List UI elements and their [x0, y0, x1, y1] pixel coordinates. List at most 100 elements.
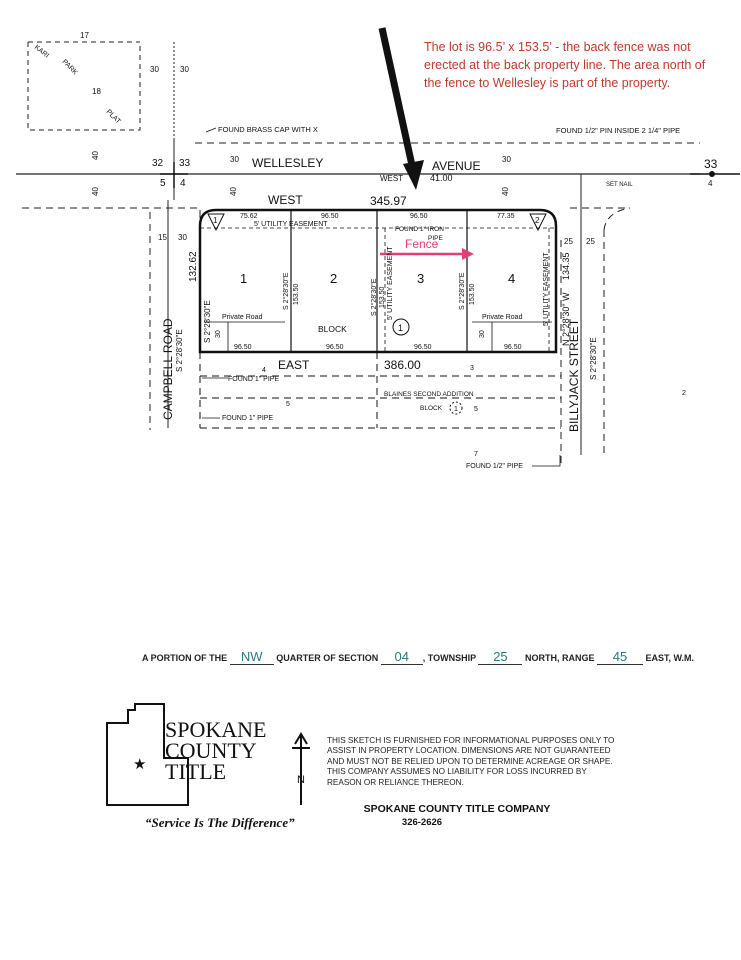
company-phone: 326-2626	[401, 817, 443, 828]
kari-park-name-1: KARI	[33, 44, 50, 60]
corner-tag-1-label: 1	[213, 216, 218, 225]
block-number-label: 1	[398, 323, 403, 333]
east-side-bearing: N 2°28'30" W	[561, 292, 571, 346]
found-brass-cap: FOUND BRASS CAP WITH X	[218, 125, 318, 134]
south-addition-block: BLOCK	[420, 405, 443, 412]
kari-park-number-18: 18	[92, 87, 101, 96]
street-wellesley: WELLESLEY	[252, 156, 323, 170]
top-dim-1: 75.62	[240, 213, 258, 220]
logo-line-3: TITLE	[165, 759, 227, 784]
south-block-circle	[449, 401, 463, 415]
portion-section: 04	[380, 650, 423, 665]
side-dim-1: 153.50	[293, 283, 300, 305]
fence-label: Fence	[405, 237, 439, 251]
road-width-8: 40	[501, 187, 510, 196]
block-number-circle	[392, 318, 410, 336]
road-width-7: 40	[229, 187, 238, 196]
portion-range: 45	[596, 650, 643, 665]
found-1-pipe-a: FOUND 1" PIPE	[228, 376, 279, 383]
section-nw-5: 5	[160, 178, 166, 189]
street-billyjack: BILLYJACK STREET	[567, 318, 581, 432]
portion-suffix: EAST, W.M.	[645, 653, 694, 663]
south-lot-a: 4	[262, 367, 266, 374]
side-dim-3: 153.50	[469, 283, 476, 305]
set-nail: SET NAIL	[606, 182, 633, 188]
block-label: BLOCK	[318, 324, 347, 334]
utility-easement-east: 5' UTILITY EASEMENT	[543, 252, 550, 326]
lot-bearing-2: S 2°28'30"E	[370, 278, 378, 316]
corner-tag-1	[207, 213, 225, 232]
road-width-2: 30	[180, 65, 189, 74]
south-lot-f: 2	[682, 390, 686, 397]
road-width-1: 30	[150, 65, 159, 74]
found-iron-pipe-b: PIPE	[428, 235, 443, 242]
section-corner-west	[160, 162, 188, 188]
road-width-12: 25	[586, 237, 595, 246]
portion-range-label: NORTH, RANGE	[524, 653, 595, 663]
spokane-county-logo	[106, 703, 189, 806]
bottom-dim-1: 96.50	[234, 344, 252, 351]
block-north-total: 345.97	[370, 194, 407, 208]
south-lot-b: 5	[286, 401, 290, 408]
north-arrow-label: N	[297, 774, 305, 786]
bottom-dim-4: 96.50	[504, 344, 522, 351]
fence-arrow	[380, 248, 474, 260]
kari-park-plat	[27, 41, 141, 131]
road-width-4: 40	[91, 187, 100, 196]
thirty-2: 30	[479, 330, 486, 338]
section-nw-32: 32	[152, 158, 164, 169]
south-lot-e: 7	[474, 451, 478, 458]
found-iron-pipe-a: FOUND 1" IRON	[395, 226, 444, 233]
block-south-total: 386.00	[384, 358, 421, 372]
road-width-5: 30	[230, 155, 239, 164]
portion-quarter-label: QUARTER OF SECTION	[276, 653, 379, 663]
section-ne-4: 4	[708, 179, 713, 188]
kari-park-name-3: PLAT	[105, 108, 122, 125]
south-lot-c: 3	[470, 365, 474, 372]
kari-park-name-2: PARK	[61, 58, 79, 76]
kari-park-number-17: 17	[80, 31, 89, 40]
bottom-dim-3: 96.50	[414, 344, 432, 351]
logo-text: SPOKANE COUNTY TITLE	[165, 719, 266, 784]
section-ne-33: 33	[704, 157, 718, 171]
portion-township-label: , TOWNSHIP	[422, 653, 476, 663]
street-campbell-bearing: S 2°28'30"E	[175, 329, 184, 372]
street-billyjack-bearing: S 2°28'30"E	[589, 337, 598, 380]
company-name: SPOKANE COUNTY TITLE COMPANY	[363, 803, 551, 815]
thirty-1: 30	[215, 330, 222, 338]
utility-easement-top: 5' UTILITY EASEMENT	[254, 221, 328, 228]
private-road-1: Private Road	[222, 314, 263, 321]
south-addition-name: BLAINES SECOND ADDITION	[384, 391, 474, 398]
bottom-dim-2: 96.50	[326, 344, 344, 351]
lot-note: The lot is 96.5’ x 153.5’ - the back fen…	[424, 40, 706, 90]
corner-tag-2	[529, 213, 547, 232]
road-width-10: 30	[178, 233, 187, 242]
south-lot-d: 5	[474, 406, 478, 413]
lot-bearing-1: S 2°28'30"E	[282, 272, 290, 310]
west-side-bearing: S 2°28'30"E	[203, 300, 212, 343]
block-south-label: EAST	[278, 358, 310, 372]
north-arrow-icon	[292, 732, 310, 805]
section-nw-33: 33	[179, 158, 191, 169]
corner-tag-2-label: 2	[535, 216, 540, 225]
portion-prefix: A PORTION OF THE	[142, 653, 228, 663]
black-pointer-arrow	[378, 27, 424, 190]
top-dim-4: 77.35	[497, 213, 515, 220]
lot-2: 2	[330, 271, 337, 286]
block-1-outline	[198, 208, 558, 354]
portion-township: 25	[478, 650, 523, 665]
section-nw-4: 4	[180, 178, 186, 189]
street-avenue: AVENUE	[432, 159, 480, 173]
street-west-small: WEST	[380, 174, 403, 183]
street-campbell: CAMPBELL ROAD	[161, 318, 175, 420]
west-side-dim: 132.62	[188, 251, 199, 282]
logo-line-2: COUNTY	[165, 738, 257, 763]
lot-4: 4	[508, 271, 515, 286]
south-addition-block-number: 1	[454, 406, 458, 413]
utility-easement-mid: 5' UTILITY EASEMENT	[387, 246, 394, 320]
lot-1: 1	[240, 271, 247, 286]
wellesley-avenue-lines	[16, 142, 700, 209]
east-side-dim: 134.35	[561, 252, 571, 280]
block-north-label: WEST	[268, 193, 303, 207]
